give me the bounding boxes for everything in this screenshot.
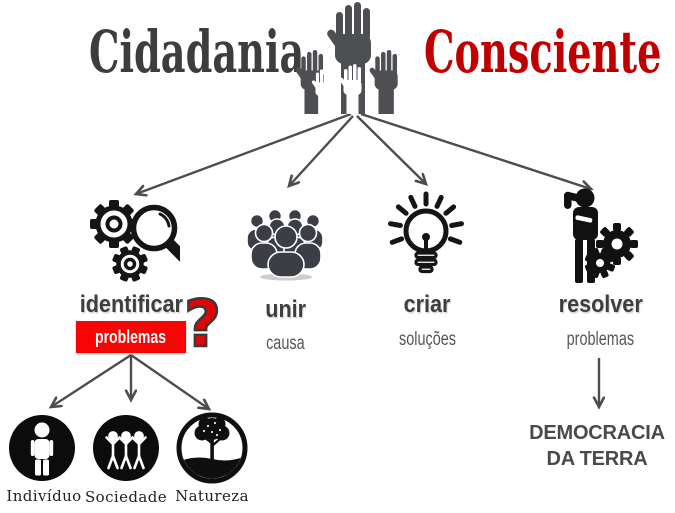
step-label-criar: criar [367,291,487,319]
step-label-resolver-text: resolver [558,291,644,318]
label-individuo: Indivíduo [6,487,82,505]
nature-icon [176,412,248,484]
crowd-icon [246,208,324,281]
outcome-line2: DA TERRA [546,448,648,470]
step-sub-solucoes: soluções [367,329,487,351]
step-sub-problemas-text: problemas [566,329,634,350]
problemas-highlight-box: problemas [76,321,186,353]
thinker-gears-icon [563,188,638,283]
society-icon [93,415,159,481]
step-sub-solucoes-text: soluções [398,329,456,350]
label-sociedade: Sociedade [84,488,167,506]
step-label-identificar: identificar [71,291,191,319]
outcome-line1: DEMOCRACIA [529,422,665,444]
label-natureza: Natureza [175,487,249,505]
title-cidadania: Cidadania [89,18,305,86]
outcome-democracia-da-terra: DEMOCRACIA DA TERRA [522,420,672,472]
problemas-box-text: problemas [95,326,167,347]
gears-magnifier-icon [90,200,180,282]
title-consciente: Consciente [424,18,662,86]
step-label-identificar-text: identificar [79,291,183,318]
step-label-resolver: resolver [541,291,661,319]
step-label-unir: unir [226,296,346,324]
step-sub-causa-text: causa [265,333,305,354]
step-label-unir-text: unir [265,296,307,323]
step-sub-problemas: problemas [540,329,660,351]
individual-icon [9,415,75,481]
lightbulb-icon [388,191,464,274]
raised-hands-icon [294,2,398,114]
step-label-criar-text: criar [403,291,451,318]
question-mark: ? [183,288,223,362]
step-sub-causa: causa [225,333,345,355]
